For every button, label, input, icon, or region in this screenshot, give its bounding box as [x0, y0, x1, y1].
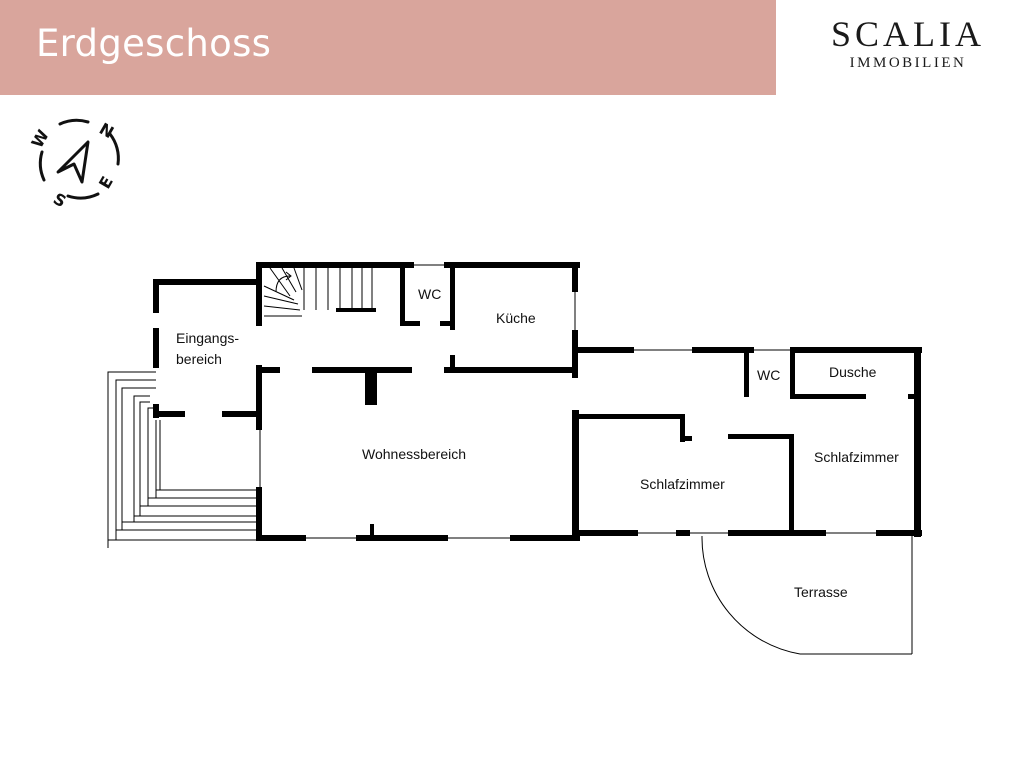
staircase	[263, 267, 373, 317]
entrance-steps	[107, 371, 258, 548]
thin-lines	[259, 264, 913, 655]
compass-icon: N E S W	[30, 118, 120, 211]
logo-main-text: SCALIA	[830, 14, 985, 54]
room-label-wc: WC	[418, 286, 441, 302]
room-label-shower: Dusche	[829, 364, 877, 380]
header-banner: Erdgeschoss	[0, 0, 776, 95]
logo-sub-text: IMMOBILIEN	[849, 55, 967, 71]
room-label-bedroom-1: Schlafzimmer	[640, 476, 725, 492]
room-label-entrance-2: bereich	[176, 351, 222, 367]
room-label-terrace: Terrasse	[794, 584, 848, 600]
page-title: Erdgeschoss	[36, 22, 272, 65]
company-logo: SCALIA IMMOBILIEN	[800, 14, 1016, 72]
room-label-bedroom-2: Schlafzimmer	[814, 449, 899, 465]
walls	[153, 262, 922, 541]
room-label-entrance-1: Eingangs-	[176, 330, 239, 346]
room-label-kitchen: Küche	[496, 310, 536, 326]
room-label-wc-2: WC	[757, 367, 780, 383]
room-label-living: Wohnessbereich	[362, 446, 466, 462]
